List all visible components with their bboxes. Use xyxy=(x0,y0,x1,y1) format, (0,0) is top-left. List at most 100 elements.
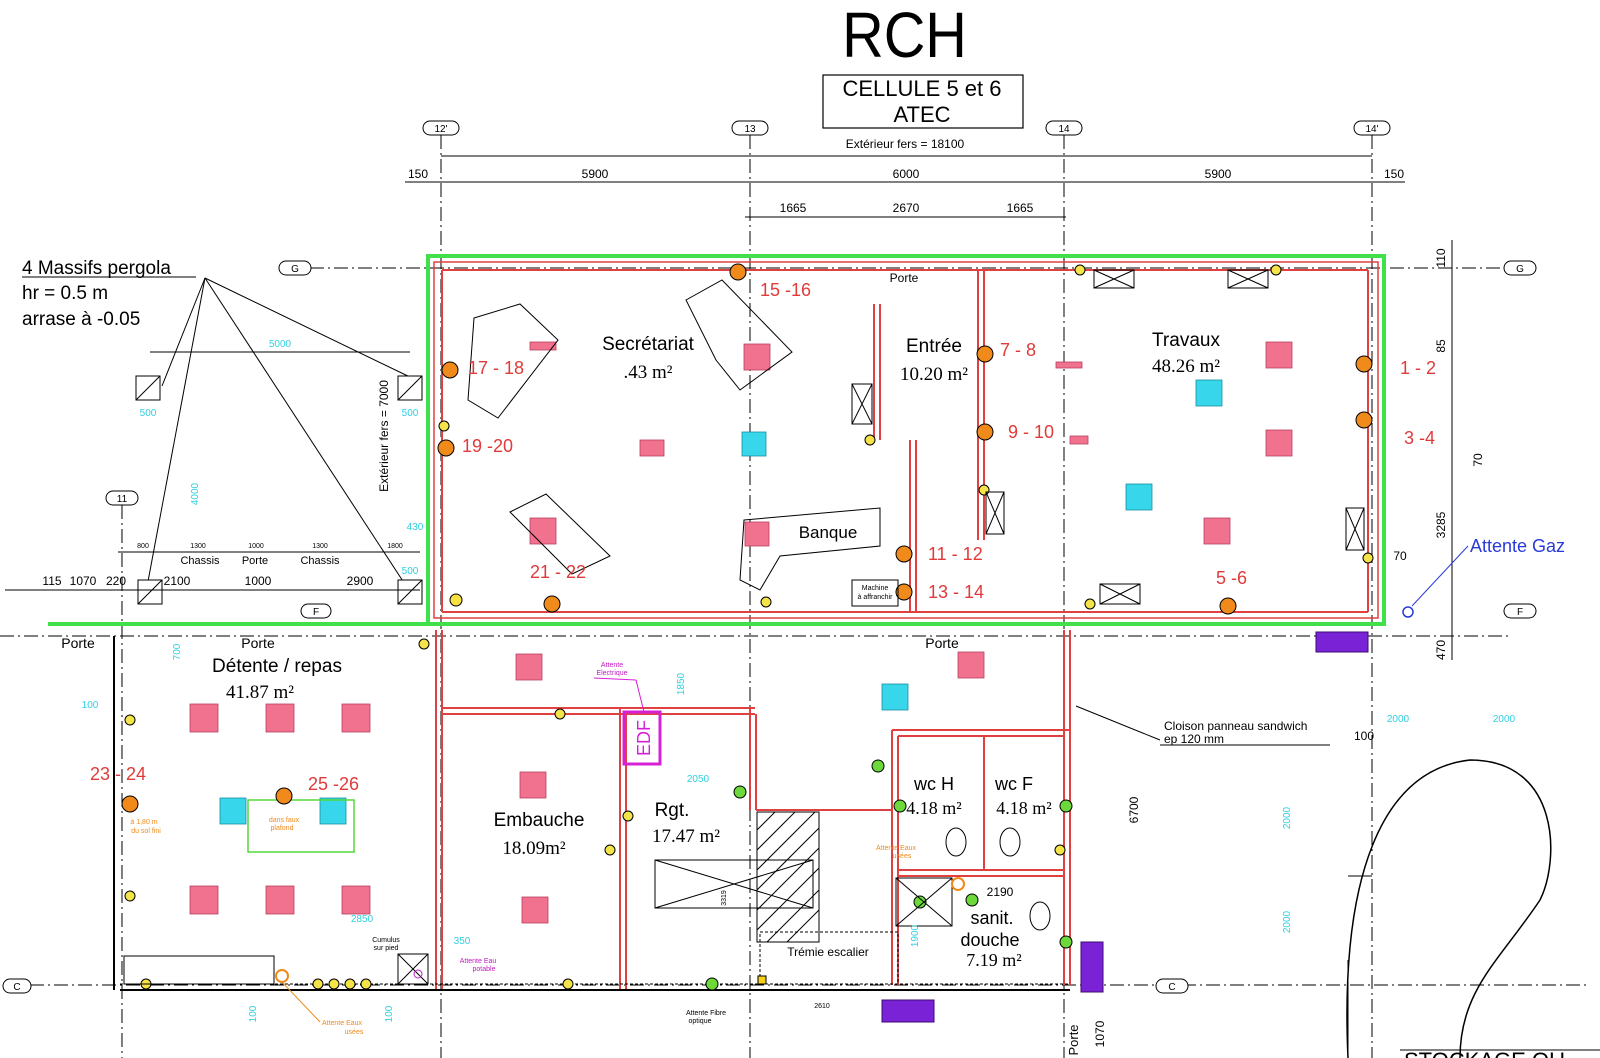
room-embauche-area: 18.09m² xyxy=(502,838,566,859)
room-sanit-area: 7.19 m² xyxy=(966,950,1021,970)
pergola-dim-430: 430 xyxy=(407,522,424,533)
dim-100c: 100 xyxy=(248,1005,259,1022)
pergola-title: 4 Massifs pergola xyxy=(22,258,171,279)
dim-2000a: 2000 xyxy=(1387,714,1410,725)
axis-f-left: F xyxy=(313,607,319,618)
dim-6700: 6700 xyxy=(1127,796,1141,823)
axis-bubbles-top: 12' 13 14 14' xyxy=(422,120,1391,136)
dim-350: 350 xyxy=(454,936,471,947)
cumulus-label-2: sur pied xyxy=(374,945,399,952)
room-labels: Secrétariat .43 m² Entrée 10.20 m² Trava… xyxy=(212,330,1220,970)
room-entree-name: Entrée xyxy=(906,336,962,357)
dim-100: 100 xyxy=(1354,729,1374,743)
dim-2100: 2100 xyxy=(164,574,191,588)
socket-labels: 15 -16 17 - 18 19 -20 21 - 22 7 - 8 9 - … xyxy=(90,280,1436,794)
dim-top-150-right: 150 xyxy=(1384,167,1404,181)
dim-2000b: 2000 xyxy=(1493,714,1516,725)
dim-2850: 2850 xyxy=(351,914,374,925)
edf-label: EDF xyxy=(634,720,654,756)
axis-c-right: C xyxy=(1168,982,1175,993)
room-sanit-name: sanit. xyxy=(970,908,1013,928)
dim-1000b: 1000 xyxy=(245,574,272,588)
machine-label-1: Machine xyxy=(862,585,889,592)
circulation-curve xyxy=(1346,759,1552,1058)
socket-label-13-14: 13 - 14 xyxy=(928,582,984,602)
porte-label-b: Porte xyxy=(241,635,275,651)
attente-eau-us-1: Attente Eaux xyxy=(876,845,917,852)
ext-fers-vertical: Extérieur fers = 7000 xyxy=(377,380,391,492)
porte-label-c: Porte xyxy=(925,635,959,651)
socket-symbols xyxy=(121,263,1373,813)
dining-table xyxy=(247,799,355,853)
socket-label-17-18: 17 - 18 xyxy=(468,358,524,378)
subtitle-line2: ATEC xyxy=(893,102,950,127)
subtitle-line1: CELLULE 5 et 6 xyxy=(843,76,1002,101)
pergola-height: hr = 0.5 m xyxy=(22,283,108,304)
pergola-dim-1800: 1800 xyxy=(387,543,403,550)
stair-hatch xyxy=(654,811,899,985)
ceiling-points xyxy=(124,264,1374,990)
porte-label-d: Porte xyxy=(890,271,919,285)
cumulus-label-1: Cumulus xyxy=(372,937,400,944)
dim-2000d: 2000 xyxy=(1282,910,1293,933)
room-travaux-name: Travaux xyxy=(1152,330,1220,351)
socket-label-7-8: 7 - 8 xyxy=(1000,340,1036,360)
room-embauche-name: Embauche xyxy=(494,810,585,831)
dim-2190: 2190 xyxy=(987,885,1014,899)
attente-eau-pot-1: Attente Eau xyxy=(460,958,497,965)
axis-bubbles-side: G G F F C C 11 xyxy=(2,260,1537,994)
axis-12p: 12' xyxy=(434,124,447,135)
axis-c-left: C xyxy=(13,982,20,993)
pergola-arrase: arrase à -0.05 xyxy=(22,309,140,330)
dim-2000c: 2000 xyxy=(1282,806,1293,829)
faux-plafond-1: dans faux xyxy=(269,817,300,824)
room-entree-area: 10.20 m² xyxy=(900,364,968,385)
edf-box xyxy=(622,710,662,766)
socket-label-11-12: 11 - 12 xyxy=(928,544,983,564)
pergola-dim-1000: 1000 xyxy=(248,543,264,550)
room-rgt-name: Rgt. xyxy=(655,800,690,821)
attente-eau-us-4: usées xyxy=(345,1029,364,1036)
dim-sub-1665-left: 1665 xyxy=(780,201,807,215)
room-rgt-area: 17.47 m² xyxy=(652,826,720,847)
room-detente-name: Détente / repas xyxy=(212,656,342,677)
top-dimensions: 150 5900 6000 5900 150 1665 2670 1665 xyxy=(405,155,1405,218)
wall-lights-green xyxy=(705,759,1073,991)
room-secretariat-name: Secrétariat xyxy=(602,334,695,355)
dim-1900: 1900 xyxy=(910,924,921,947)
pergola-dim-500b: 500 xyxy=(402,408,419,419)
room-wcf-name: wc F xyxy=(994,774,1033,794)
dim-right-85: 85 xyxy=(1434,339,1448,353)
dim-right-3285: 3285 xyxy=(1434,511,1448,538)
attente-gaz-label: Attente Gaz xyxy=(1470,536,1565,556)
room-wch-name: wc H xyxy=(913,774,954,794)
socket-label-3-4: 3 -4 xyxy=(1404,428,1435,448)
room-wch-area: 4.18 m² xyxy=(906,798,961,818)
dim-2050: 2050 xyxy=(687,774,710,785)
attente-eau-pot-2: potable xyxy=(473,966,496,973)
cloison-label-2: ep 120 mm xyxy=(1164,732,1224,746)
socket-label-15-16: 15 -16 xyxy=(760,280,811,300)
room-sanit-name2: douche xyxy=(960,930,1019,950)
stockage-label: STOCKAGE OU xyxy=(1404,1048,1565,1058)
dim-115: 115 xyxy=(42,574,61,588)
attente-elec-1: Attente xyxy=(601,662,623,669)
sol-fini-2: du sol fini xyxy=(131,828,161,835)
machine-label-2: à affranchir xyxy=(858,594,894,601)
dim-top-6000: 6000 xyxy=(893,167,920,181)
ceiling-lights-pink xyxy=(189,341,1293,924)
purple-block-3 xyxy=(881,999,935,1023)
dim-top-5900-right: 5900 xyxy=(1205,167,1232,181)
axis-g-right: G xyxy=(1516,264,1524,275)
faux-plafond-2: plafond xyxy=(271,825,294,832)
socket-label-9-10: 9 - 10 xyxy=(1008,422,1054,442)
porte-label-a: Porte xyxy=(61,635,95,651)
socket-label-1-2: 1 - 2 xyxy=(1400,358,1436,378)
dim-right-70b: 70 xyxy=(1393,549,1407,563)
dim-700: 700 xyxy=(172,643,183,660)
fibre-label-2: optique xyxy=(689,1018,712,1025)
dim-100b: 100 xyxy=(82,700,99,711)
fibre-label-1: Attente Fibre xyxy=(686,1010,726,1017)
dim-right-70a: 70 xyxy=(1471,453,1485,467)
pergola-dim-4000: 4000 xyxy=(190,482,201,505)
